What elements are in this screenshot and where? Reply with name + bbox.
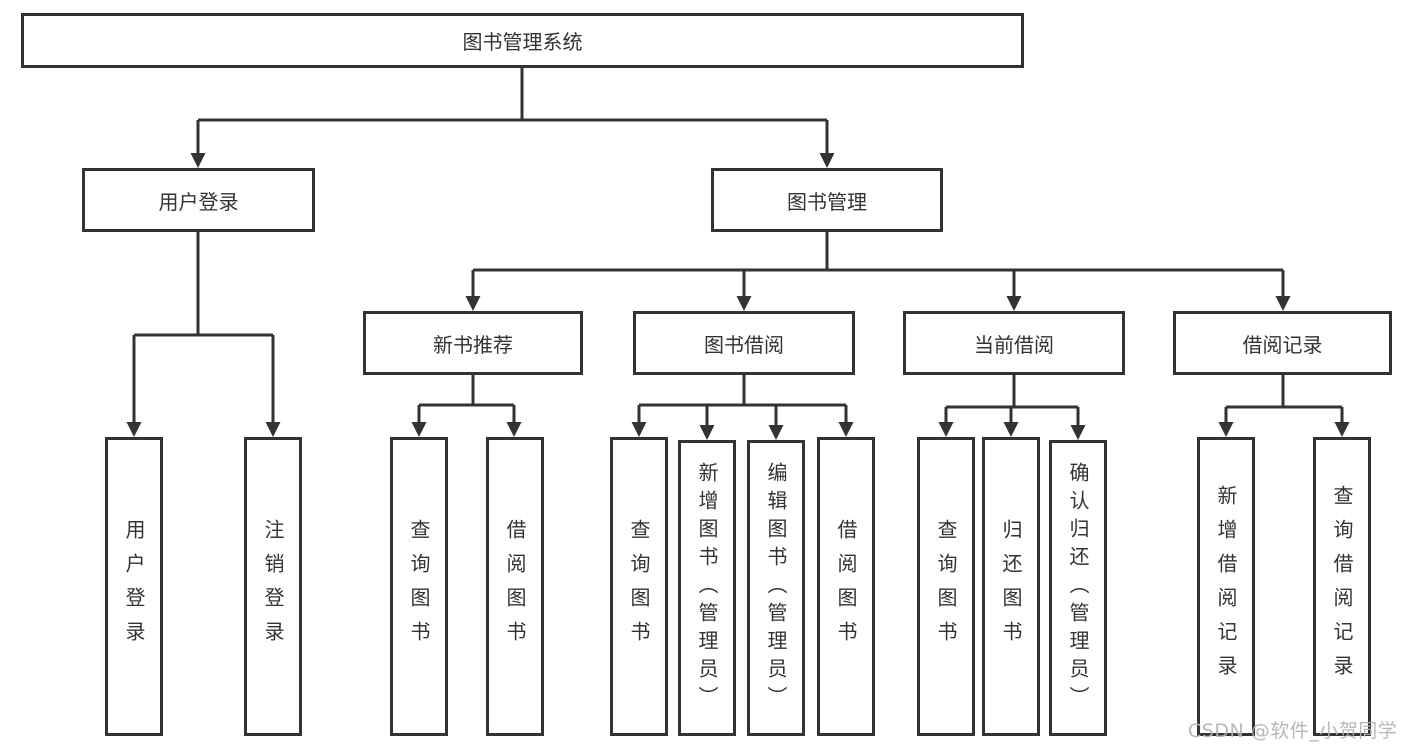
leaf-edit-books-admin: 编辑图书（管理员） [747, 440, 805, 736]
leaf-borrow-books-recommend-label: 借阅图书 [503, 518, 527, 655]
node-current-borrow-label: 当前借阅 [974, 332, 1054, 357]
leaf-return-books: 归还图书 [982, 437, 1040, 736]
leaf-query-borrow-record-label: 查询借阅记录 [1330, 484, 1354, 689]
leaf-borrow-books-label: 借阅图书 [834, 518, 858, 655]
leaf-confirm-return-admin-label: 确认归还（管理员） [1066, 462, 1090, 714]
node-root: 图书管理系统 [21, 13, 1024, 68]
leaf-query-books-recommend-label: 查询图书 [407, 518, 431, 655]
node-new-book-recommend-label: 新书推荐 [433, 332, 513, 357]
leaf-query-books-current-label: 查询图书 [934, 518, 958, 655]
leaf-query-books-current: 查询图书 [917, 437, 975, 736]
node-user-login-label: 用户登录 [158, 189, 239, 214]
node-book-borrow-label: 图书借阅 [704, 332, 784, 357]
leaf-query-borrow-record: 查询借阅记录 [1313, 437, 1371, 736]
node-borrow-records-label: 借阅记录 [1242, 332, 1323, 357]
node-new-book-recommend: 新书推荐 [363, 311, 583, 375]
leaf-query-books-borrow: 查询图书 [610, 437, 668, 736]
leaf-add-books-admin: 新增图书（管理员） [678, 440, 736, 736]
leaf-borrow-books: 借阅图书 [817, 437, 875, 736]
node-book-borrow: 图书借阅 [633, 311, 855, 375]
leaf-edit-books-admin-label: 编辑图书（管理员） [764, 462, 788, 714]
node-current-borrow: 当前借阅 [903, 311, 1125, 375]
leaf-query-books-recommend: 查询图书 [390, 437, 448, 736]
leaf-borrow-books-recommend: 借阅图书 [486, 437, 544, 736]
leaf-logout-login-label: 注销登录 [261, 518, 285, 655]
leaf-user-login-label: 用户登录 [122, 518, 146, 655]
node-borrow-records: 借阅记录 [1173, 311, 1392, 375]
leaf-user-login: 用户登录 [105, 437, 163, 736]
leaf-logout-login: 注销登录 [244, 437, 302, 736]
node-user-login: 用户登录 [82, 168, 315, 232]
leaf-add-borrow-record: 新增借阅记录 [1197, 437, 1255, 736]
leaf-return-books-label: 归还图书 [999, 518, 1023, 655]
leaf-add-borrow-record-label: 新增借阅记录 [1214, 484, 1238, 689]
csdn-watermark: CSDN @软件_小贺同学 [1188, 720, 1398, 742]
node-root-label: 图书管理系统 [462, 30, 583, 54]
node-book-management: 图书管理 [711, 168, 943, 232]
leaf-confirm-return-admin: 确认归还（管理员） [1049, 440, 1107, 736]
leaf-add-books-admin-label: 新增图书（管理员） [695, 462, 719, 714]
node-book-management-label: 图书管理 [787, 189, 867, 214]
leaf-query-books-borrow-label: 查询图书 [627, 518, 651, 655]
